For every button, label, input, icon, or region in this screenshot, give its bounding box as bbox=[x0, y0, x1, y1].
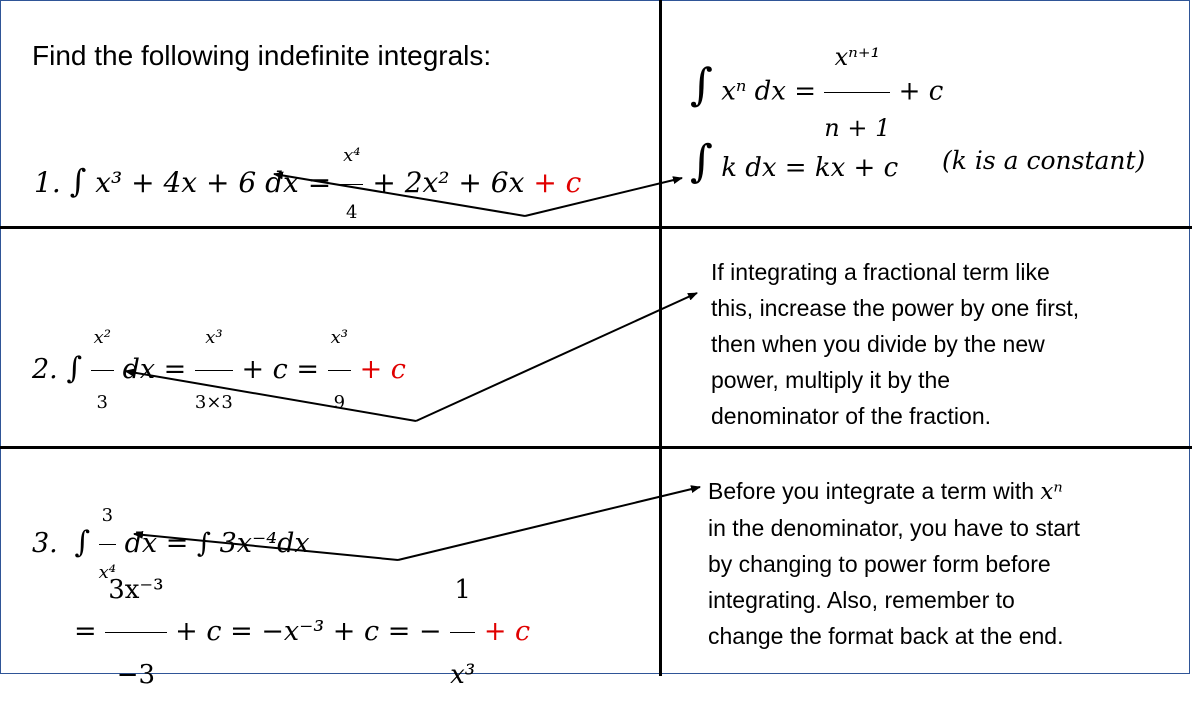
power-rule-fraction: xⁿ⁺¹ n + 1 bbox=[824, 22, 891, 163]
equals-sign: = bbox=[74, 616, 97, 647]
question-3-line-2: = 3x⁻³ −3 + c = −x⁻³ + c = − 1 x³ + c bbox=[74, 548, 530, 717]
fraction-tip: If integrating a fractional term like th… bbox=[711, 254, 1079, 434]
fraction-denominator: 9 bbox=[333, 392, 346, 413]
question-2-middle: + c = bbox=[241, 354, 320, 385]
fraction-numerator: 3x⁻³ bbox=[105, 548, 167, 633]
power-rule-rhs: + c bbox=[898, 76, 944, 107]
note-line: in the denominator, you have to start bbox=[708, 515, 1081, 541]
heading: Find the following indefinite integrals: bbox=[32, 40, 492, 71]
arrow-row-1 bbox=[273, 171, 683, 217]
annotation-arrows bbox=[124, 171, 701, 561]
fraction-numerator: xⁿ⁺¹ bbox=[824, 22, 891, 93]
note-text: Before you integrate a term with bbox=[708, 478, 1034, 504]
constant-rule: ∫ k dx = kx + c bbox=[690, 132, 898, 198]
question-1: 1. ∫ x³ + 4x + 6 dx = x⁴ 4 + 2x² + 6x + … bbox=[34, 128, 581, 241]
arrow-to-constant-rule bbox=[524, 176, 683, 217]
fraction-denominator: 3×3 bbox=[194, 392, 233, 413]
fraction-denominator: 3 bbox=[96, 392, 108, 413]
arrow-to-fraction-tip bbox=[415, 292, 698, 422]
integral-sign: ∫ bbox=[66, 351, 82, 386]
question-2-integrand-fraction: x² 3 bbox=[90, 306, 114, 435]
power-rule-lhs: xⁿ dx = bbox=[721, 76, 817, 107]
slide-frame bbox=[0, 0, 1190, 674]
integral-sign: ∫ bbox=[69, 162, 87, 200]
question-1-integrand: x³ + 4x + 6 dx bbox=[95, 166, 299, 199]
note-line: change the format back at the end. bbox=[708, 623, 1064, 649]
arrow-to-integrand-3 bbox=[133, 530, 399, 561]
note-line: denominator of the fraction. bbox=[711, 403, 991, 429]
question-3-middle: + c = −x⁻³ + c = − bbox=[175, 616, 442, 647]
question-3-rewrite: dx = ∫ 3x⁻⁴dx bbox=[124, 528, 310, 559]
question-1-number: 1. bbox=[34, 166, 61, 199]
question-3-constant: + c bbox=[483, 616, 531, 647]
fraction-numerator: x³ bbox=[194, 306, 233, 371]
question-2-number: 2. bbox=[32, 354, 58, 385]
note-line: by changing to power form before bbox=[708, 551, 1051, 577]
question-3-line-1: 3. ∫ 3 x⁴ dx = ∫ 3x⁻⁴dx bbox=[32, 488, 310, 601]
row-divider-2 bbox=[0, 446, 1192, 449]
note-line: Before you integrate a term with xⁿ bbox=[708, 473, 1080, 510]
question-3-integrand-fraction: 3 x⁴ bbox=[98, 488, 117, 601]
question-3-number: 3. bbox=[32, 528, 58, 559]
question-2: 2. ∫ x² 3 dx = x³ 3×3 + c = x³ 9 + c bbox=[32, 306, 406, 435]
question-2-constant: + c bbox=[359, 354, 406, 385]
fraction-numerator: x² bbox=[90, 306, 114, 371]
arrow-to-power-form-tip bbox=[397, 485, 701, 561]
integral-sign: ∫ bbox=[74, 525, 90, 560]
fraction-denominator: x⁴ bbox=[98, 562, 116, 583]
power-form-tip: Before you integrate a term with xⁿ in t… bbox=[708, 473, 1080, 654]
power-rule: ∫ xⁿ dx = xⁿ⁺¹ n + 1 + c bbox=[690, 22, 943, 163]
fraction-numerator: x³ bbox=[327, 306, 351, 371]
note-line: If integrating a fractional term like bbox=[711, 259, 1050, 285]
integral-sign: ∫ bbox=[690, 59, 713, 111]
fraction-denominator: n + 1 bbox=[824, 114, 891, 142]
row-divider-1 bbox=[0, 226, 1192, 229]
fraction-numerator: 3 bbox=[98, 488, 117, 545]
question-1-constant: + c bbox=[533, 166, 582, 199]
question-1-fraction: x⁴ 4 bbox=[340, 128, 364, 241]
column-divider bbox=[659, 0, 662, 676]
note-variable: xⁿ bbox=[1040, 479, 1063, 505]
fraction-denominator: 4 bbox=[346, 202, 358, 223]
arrow-to-answer-1 bbox=[273, 171, 526, 217]
note-line: integrating. Also, remember to bbox=[708, 587, 1015, 613]
arrow-row-2 bbox=[124, 292, 698, 422]
fraction-numerator: x⁴ bbox=[340, 128, 364, 185]
note-line: this, increase the power by one first, bbox=[711, 295, 1080, 321]
question-2-fraction-2: x³ 9 bbox=[327, 306, 351, 435]
question-2-fraction-1: x³ 3×3 bbox=[194, 306, 233, 435]
constant-rule-note: (k is a constant) bbox=[942, 146, 1146, 175]
question-1-rest: + 2x² + 6x bbox=[372, 166, 525, 199]
note-line: then when you divide by the new bbox=[711, 331, 1045, 357]
fraction-numerator: 1 bbox=[450, 548, 476, 633]
constant-rule-lhs: k dx = kx + c bbox=[721, 153, 899, 183]
note-line: power, multiply it by the bbox=[711, 367, 951, 393]
arrow-row-3 bbox=[133, 485, 701, 561]
integral-sign: ∫ bbox=[690, 136, 713, 187]
arrow-to-integrand-2 bbox=[124, 368, 417, 422]
